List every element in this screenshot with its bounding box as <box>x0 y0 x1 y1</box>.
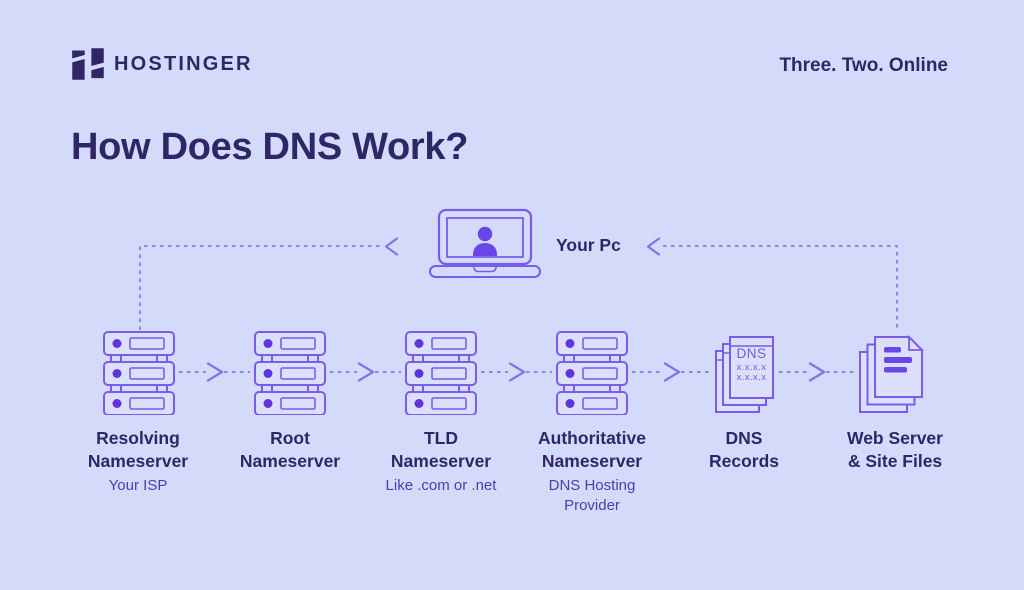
server-stack-icon <box>556 331 628 415</box>
node-authoritative-nameserver: Authoritative Nameserver DNS Hosting Pro… <box>512 427 672 516</box>
dashed-path-webserver-to-pc <box>663 245 898 330</box>
dashed-path-resolver-to-pc <box>139 245 381 330</box>
dns-card-heading: DNS <box>736 346 767 361</box>
node-subtitle: DNS Hosting Provider <box>548 477 636 514</box>
node-subtitle: Like .com or .net <box>385 477 497 494</box>
server-stack-icon <box>254 331 326 415</box>
arrow-right-icon <box>808 362 826 382</box>
node-dns-records: DNS Records <box>664 427 824 476</box>
server-stack-icon <box>405 331 477 415</box>
laptop-icon <box>429 208 541 278</box>
dns-card-records: x.x.x.x x.x.x.x <box>736 362 767 383</box>
arrow-left-icon <box>646 237 661 256</box>
node-resolving-nameserver: Resolving Nameserver Your ISP <box>58 427 218 496</box>
arrow-right-icon <box>357 362 375 382</box>
arrow-right-icon <box>663 362 681 382</box>
node-title: Authoritative Nameserver <box>538 428 646 471</box>
brand-name: HOSTINGER <box>114 53 253 75</box>
node-title: Root Nameserver <box>239 428 341 471</box>
site-files-icon <box>859 334 925 413</box>
dns-card-text: DNS x.x.x.x x.x.x.x <box>730 346 773 383</box>
tagline: Three. Two. Online <box>779 55 948 76</box>
server-stack-icon <box>103 331 175 415</box>
node-tld-nameserver: TLD Nameserver Like .com or .net <box>361 427 521 496</box>
dashed-path-node2-node3 <box>330 362 401 382</box>
page-title: How Does DNS Work? <box>71 126 469 168</box>
hostinger-logo-icon <box>72 48 104 80</box>
dashed-path-node3-node4 <box>481 362 552 382</box>
dns-records-icon <box>715 336 774 413</box>
node-title: Resolving Nameserver <box>87 428 189 471</box>
dashed-path-node1-node2 <box>179 362 250 382</box>
user-icon <box>473 226 497 256</box>
node-title: DNS Records <box>708 428 780 471</box>
arrow-left-icon <box>384 237 399 256</box>
node-web-server-site-files: Web Server & Site Files <box>815 427 975 476</box>
arrow-right-icon <box>206 362 224 382</box>
node-root-nameserver: Root Nameserver <box>210 427 370 476</box>
dashed-path-node4-node5 <box>632 362 712 382</box>
dashed-path-node5-node6 <box>779 362 855 382</box>
node-subtitle: Your ISP <box>108 477 168 494</box>
your-pc-label: Your Pc <box>556 235 621 255</box>
node-title: Web Server & Site Files <box>847 428 943 471</box>
arrow-right-icon <box>508 362 526 382</box>
node-title: TLD Nameserver <box>390 428 492 471</box>
